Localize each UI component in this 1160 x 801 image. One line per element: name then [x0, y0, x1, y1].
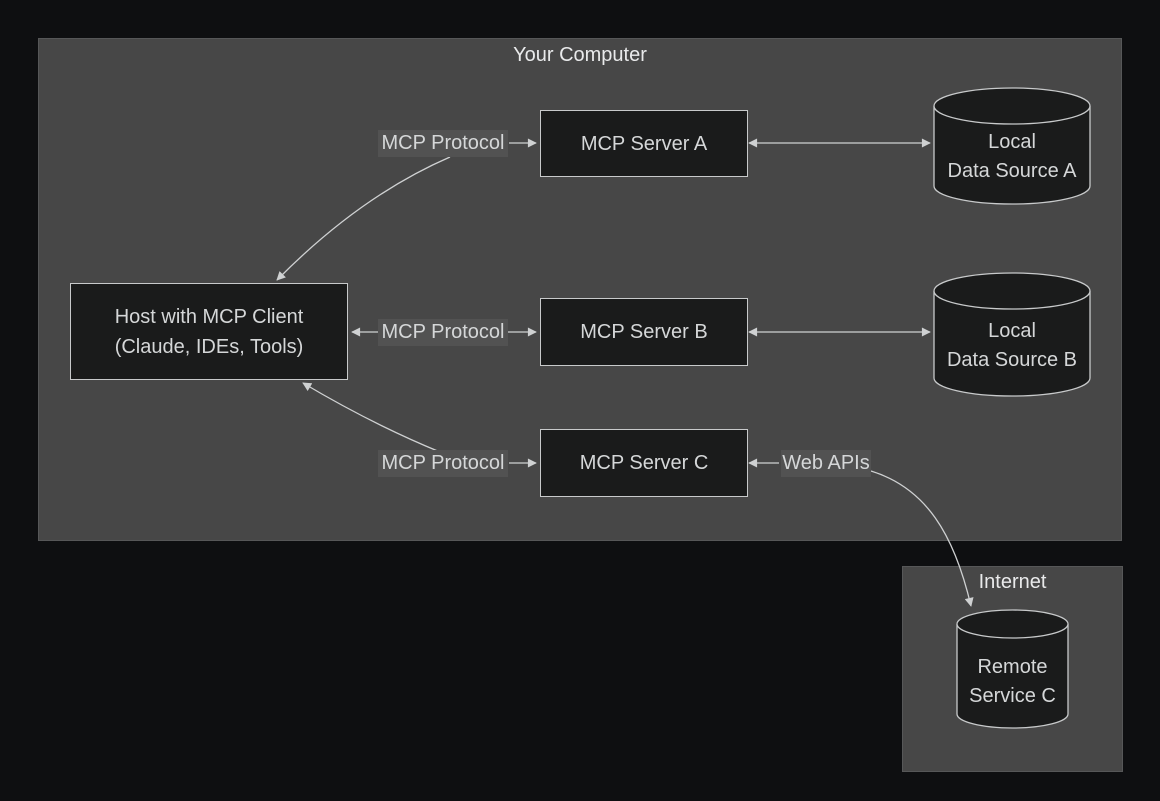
arrow-protocol-c-to-host [302, 382, 441, 453]
host-label-line2: (Claude, IDEs, Tools) [114, 335, 304, 358]
mcp-server-b-node: MCP Server B [540, 298, 748, 366]
remote-service-c-label: Remote Service C [945, 653, 1080, 711]
mcp-server-a-label: MCP Server A [580, 132, 708, 155]
local-data-source-b-cylinder [933, 272, 1091, 397]
internet-container: Internet [902, 566, 1123, 772]
remote-service-c-line1: Remote [977, 656, 1048, 678]
data-source-a-line2: Data Source A [947, 160, 1077, 182]
mcp-server-b-label: MCP Server B [580, 321, 708, 343]
edge-label-mcp-protocol-a: MCP Protocol [378, 130, 508, 157]
data-source-a-line1: Local [988, 131, 1036, 153]
arrow-web-apis-to-remote-service [870, 470, 974, 607]
host-with-mcp-client-node: Host with MCP Client (Claude, IDEs, Tool… [70, 283, 348, 380]
remote-service-c-cylinder [956, 609, 1069, 729]
remote-service-c-line2: Service C [969, 685, 1056, 707]
local-data-source-b-label: Local Data Source B [934, 317, 1090, 375]
edge-label-web-apis: Web APIs [781, 450, 871, 477]
mcp-server-c-label: MCP Server C [579, 452, 709, 474]
local-data-source-a-label: Local Data Source A [934, 128, 1090, 186]
internet-title: Internet [978, 571, 1047, 593]
local-data-source-a-cylinder [933, 87, 1091, 205]
edge-label-mcp-protocol-b: MCP Protocol [378, 319, 508, 346]
mcp-server-c-node: MCP Server C [540, 429, 748, 497]
edge-label-mcp-protocol-c: MCP Protocol [378, 450, 508, 477]
arrow-protocol-a-to-host [276, 156, 451, 281]
host-label-line1: Host with MCP Client [114, 305, 304, 328]
data-source-b-line1: Local [988, 320, 1036, 342]
your-computer-title: Your Computer [513, 44, 647, 66]
mcp-server-a-node: MCP Server A [540, 110, 748, 177]
data-source-b-line2: Data Source B [946, 349, 1078, 371]
